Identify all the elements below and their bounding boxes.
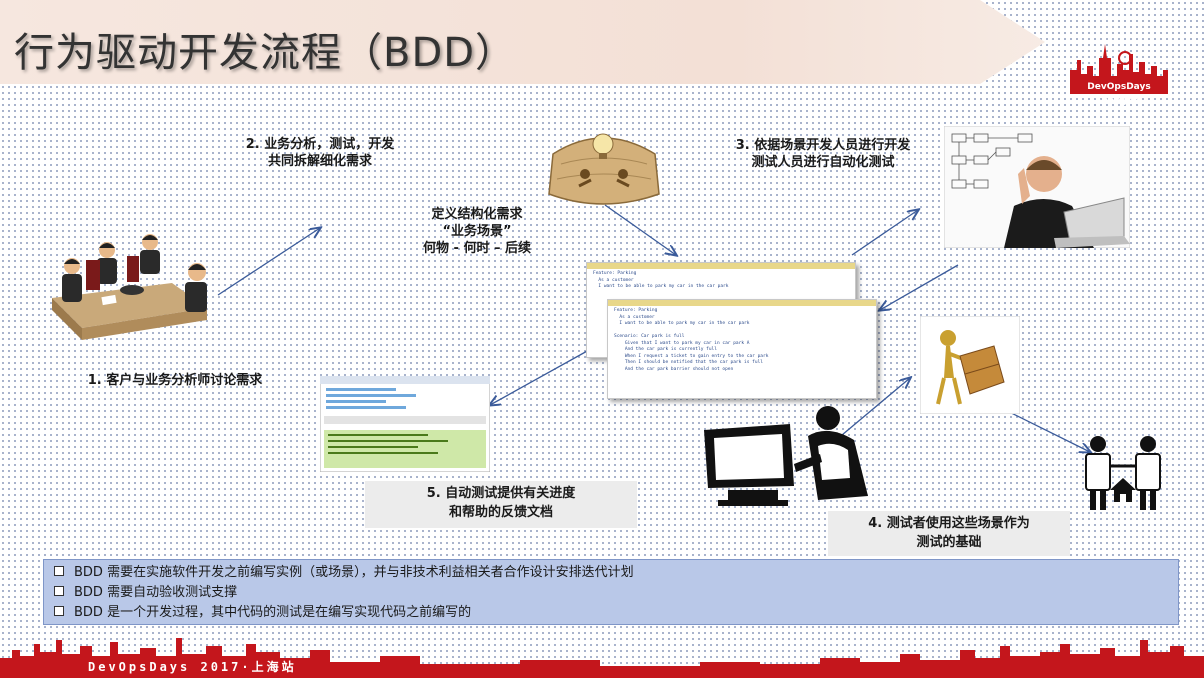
idea-lightbulb-illustration: [548, 133, 660, 205]
step-5-line-1: 5. 自动测试提供有关进度: [426, 486, 576, 501]
feature-code-front: Feature: Parking As a customer I want to…: [614, 308, 769, 372]
summary-bullets-box: BDD 需要在实施软件开发之前编写实例（或场景），并与非技术利益相关者合作设计安…: [43, 559, 1179, 625]
feature-code-back: Feature: Parking As a customer I want to…: [593, 271, 729, 289]
structured-requirement-label: 定义结构化需求 “业务场景” 何物 - 何时 – 后续: [392, 206, 562, 257]
handshake-house-icon: [1085, 436, 1161, 510]
step-4-line-2: 测试的基础: [916, 535, 982, 550]
footer-event-text: DevOpsDays 2017·上海站: [88, 660, 297, 674]
arrow-idea-to-feature: [604, 204, 676, 255]
checkbox-square-icon: [54, 565, 64, 576]
window-titlebar: [608, 300, 876, 306]
business-meeting-illustration: [52, 234, 207, 340]
step-5-line-2: 和帮助的反馈文档: [448, 505, 553, 520]
step-4-label: 4. 测试者使用这些场景作为 测试的基础: [828, 511, 1070, 556]
checkbox-square-icon: [54, 605, 64, 616]
structured-line-2: “业务场景”: [442, 224, 512, 239]
window-titlebar: [587, 263, 855, 269]
test-report-screenshot: [320, 376, 490, 472]
step-4-line-1: 4. 测试者使用这些场景作为: [868, 516, 1030, 531]
devopsdays-logo: [1070, 44, 1168, 82]
tester-computer-illustration: [704, 406, 868, 506]
step-3-label: 3. 依据场景开发人员进行开发 测试人员进行自动化测试: [713, 137, 933, 171]
robot-carrying-box-illustration: [920, 316, 1020, 414]
arrow-developer-to-feature: [880, 264, 959, 310]
structured-line-1: 定义结构化需求: [431, 207, 523, 222]
bullet-item: BDD 需要在实施软件开发之前编写实例（或场景），并与非技术利益相关者合作设计安…: [44, 561, 1178, 580]
arrow-tester-to-robot: [841, 378, 910, 436]
step-1-label: 1. 客户与业务分析师讨论需求: [87, 373, 263, 388]
step-3-line-1: 3. 依据场景开发人员进行开发: [735, 138, 911, 153]
bullet-text: BDD 是一个开发过程，其中代码的测试是在编写实现代码之前编写的: [74, 605, 472, 620]
step-2-line-1: 2. 业务分析，测试，开发: [245, 137, 395, 152]
arrow-feature-to-report: [490, 344, 599, 405]
step-2-label: 2. 业务分析，测试，开发 共同拆解细化需求: [220, 136, 420, 170]
step-5-label: 5. 自动测试提供有关进度 和帮助的反馈文档: [365, 481, 637, 528]
page-title: 行为驱动开发流程（BDD）: [14, 30, 517, 76]
step-2-line-2: 共同拆解细化需求: [267, 154, 372, 169]
feature-file-screenshot-front: Feature: Parking As a customer I want to…: [607, 299, 877, 399]
bullet-item: BDD 是一个开发过程，其中代码的测试是在编写实现代码之前编写的: [44, 601, 1178, 620]
logo-text: DevOpsDays Shanghai: [1070, 80, 1168, 106]
title-banner: [0, 0, 1045, 84]
developer-photo: [944, 126, 1130, 248]
arrow-feature-to-developer: [851, 210, 918, 256]
step-3-line-2: 测试人员进行自动化测试: [751, 155, 895, 170]
checkbox-square-icon: [54, 585, 64, 596]
bullet-text: BDD 需要自动验收测试支撑: [74, 585, 238, 600]
arrow-meeting-to-analysis: [217, 228, 320, 296]
footer-skyline: [0, 638, 1204, 678]
bullet-item: BDD 需要自动验收测试支撑: [44, 581, 1178, 600]
structured-line-3: 何物 - 何时 – 后续: [423, 241, 531, 256]
bullet-text: BDD 需要在实施软件开发之前编写实例（或场景），并与非技术利益相关者合作设计安…: [74, 565, 634, 580]
